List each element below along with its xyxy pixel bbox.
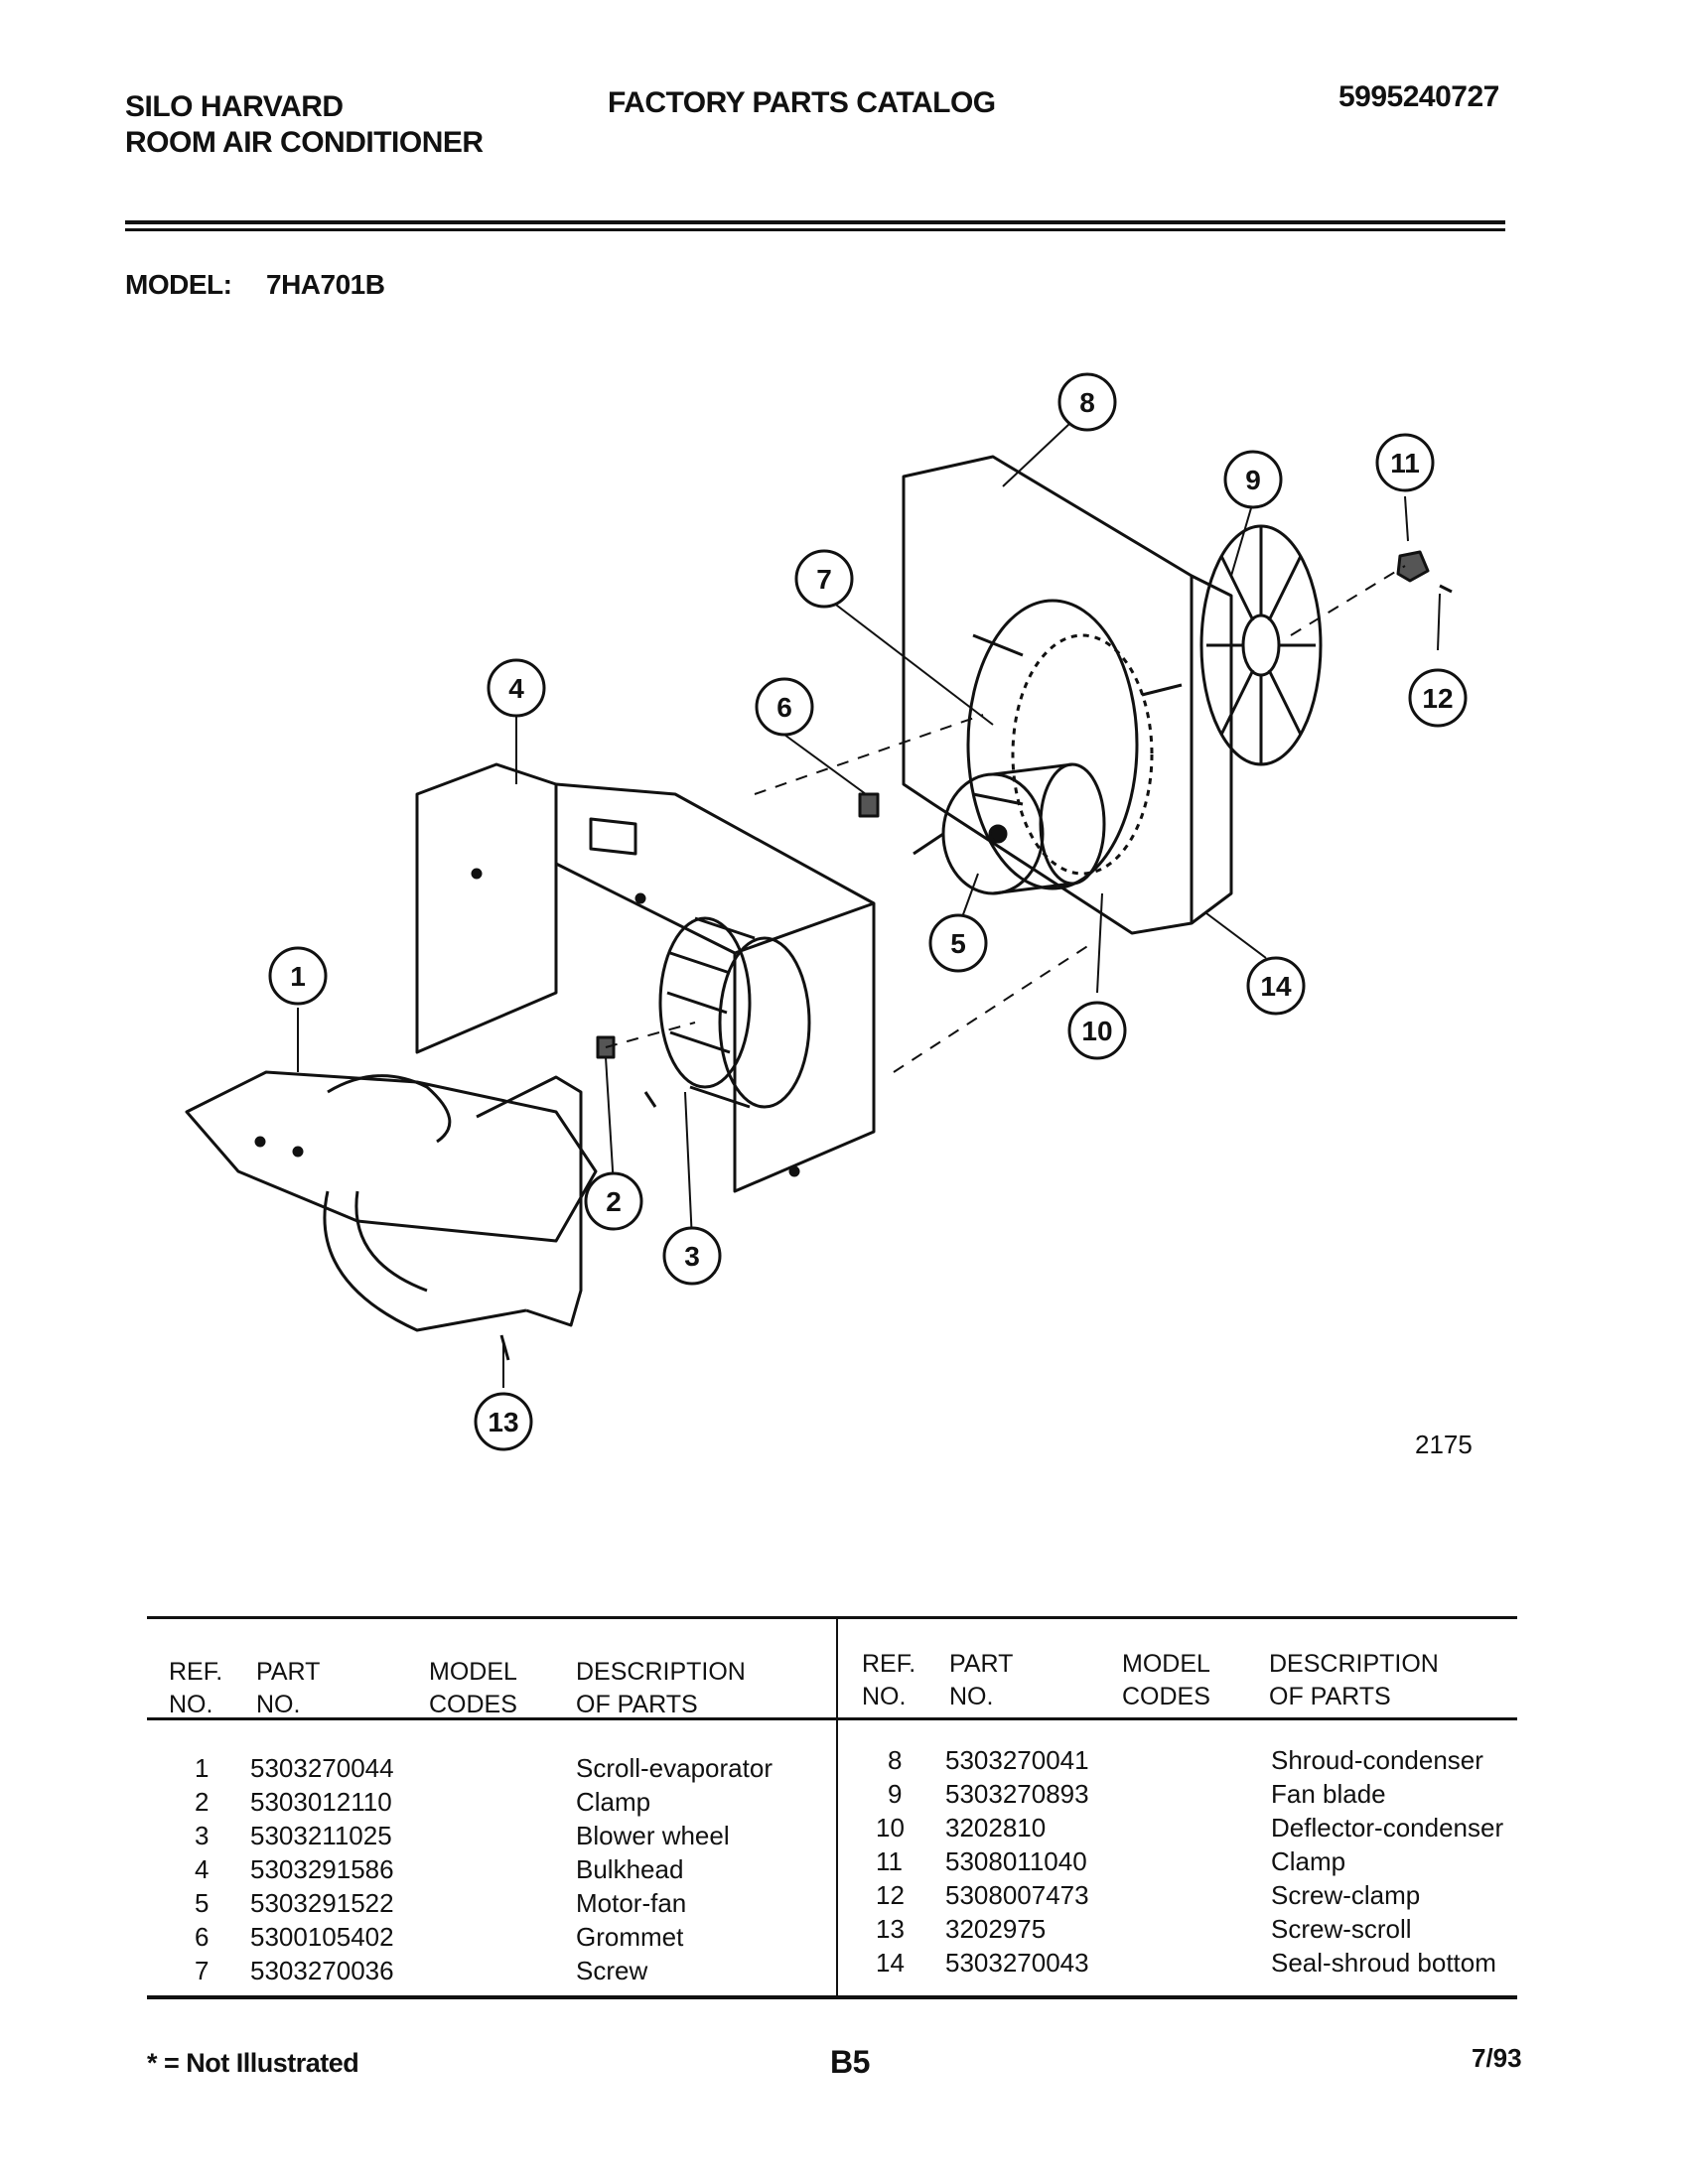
svg-text:4: 4	[508, 673, 524, 704]
svg-text:6: 6	[776, 692, 792, 723]
callout-8: 8	[1057, 372, 1117, 432]
fan-blade-drawing	[1199, 524, 1323, 766]
svg-text:7: 7	[816, 564, 832, 595]
brand-line-2: ROOM AIR CONDITIONER	[125, 126, 484, 159]
figure-number: 2175	[1415, 1430, 1473, 1459]
table-rule-top	[147, 1616, 1517, 1619]
callout-2: 2	[584, 1171, 643, 1231]
screw-scroll-drawing	[499, 1334, 510, 1361]
scroll-evaporator-drawing	[185, 1070, 598, 1332]
header-rule-top	[125, 220, 1505, 224]
bulkhead-drawing	[415, 762, 876, 1193]
not-illustrated-legend: * = Not Illustrated	[147, 2048, 359, 2078]
callout-12: 12	[1408, 668, 1468, 728]
callout-6: 6	[755, 677, 814, 737]
callout-11: 11	[1375, 433, 1435, 492]
header-ref-no-right: REF.NO.	[862, 1650, 916, 1710]
page-number: B5	[830, 2044, 870, 2080]
callout-5: 5	[928, 913, 988, 973]
motor-fan-drawing	[913, 762, 1106, 895]
table-rule-header	[147, 1717, 1517, 1720]
callout-7: 7	[794, 549, 854, 609]
header-ref-no-left: REF.NO.	[169, 1658, 223, 1718]
revision-date: 7/93	[1472, 2043, 1522, 2073]
shroud-condenser-drawing	[902, 455, 1233, 935]
callout-13: 13	[474, 1392, 533, 1451]
svg-text:9: 9	[1245, 465, 1261, 495]
screw-drawing	[643, 1091, 657, 1108]
svg-text:3: 3	[684, 1241, 700, 1272]
callout-1: 1	[268, 946, 328, 1006]
clamp-small-drawing	[1396, 550, 1430, 583]
blower-wheel-drawing	[658, 916, 811, 1109]
svg-text:13: 13	[488, 1407, 518, 1437]
callout-3: 3	[662, 1226, 722, 1286]
model-label: MODEL:	[125, 269, 232, 300]
svg-text:2: 2	[606, 1186, 622, 1217]
screw-clamp-drawing	[1439, 584, 1453, 594]
catalog-title: FACTORY PARTS CATALOG	[608, 86, 996, 119]
svg-text:5: 5	[950, 928, 966, 959]
callout-10: 10	[1067, 1001, 1127, 1060]
svg-text:14: 14	[1260, 971, 1292, 1002]
table-column-divider	[836, 1616, 838, 1995]
callout-4: 4	[487, 658, 546, 718]
grommet-drawing	[858, 792, 880, 818]
callout-9: 9	[1223, 450, 1283, 509]
exploded-parts-diagram: 1 2 3 4 5 6 7 8 9 10 11 12 13 14	[185, 372, 1468, 1451]
brand-line-1: SILO HARVARD	[125, 90, 344, 123]
svg-text:12: 12	[1422, 683, 1453, 714]
callout-14: 14	[1246, 956, 1306, 1016]
svg-text:1: 1	[290, 961, 306, 992]
model-value: 7HA701B	[266, 269, 385, 300]
table-rule-bottom	[147, 1995, 1517, 1999]
svg-text:11: 11	[1390, 448, 1420, 478]
svg-text:10: 10	[1081, 1016, 1112, 1046]
svg-text:8: 8	[1079, 387, 1095, 418]
catalog-number: 5995240727	[1338, 80, 1499, 113]
header-rule-bottom	[125, 228, 1505, 231]
